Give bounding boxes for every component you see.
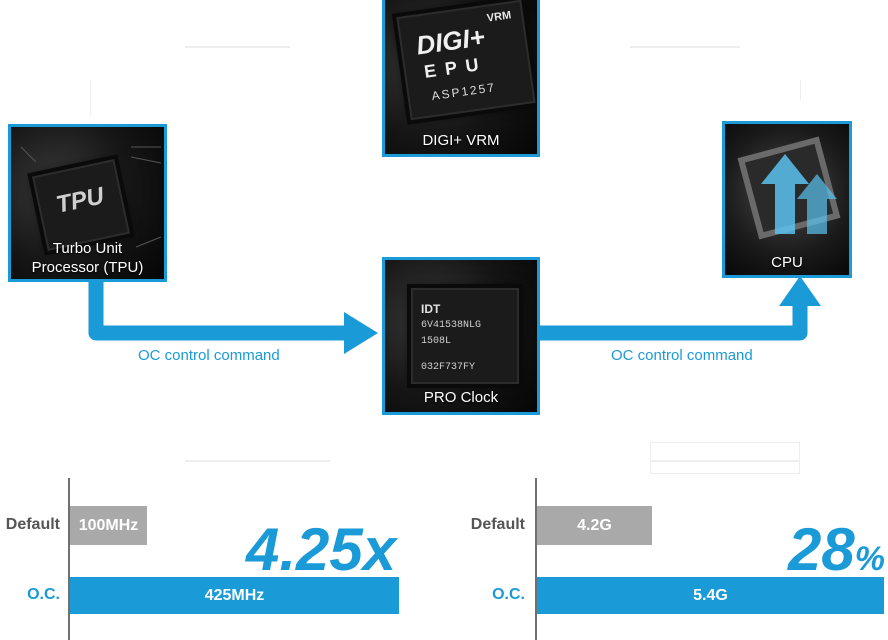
- cpu-arrows-icon: [761, 154, 837, 234]
- faint-line: [800, 80, 801, 100]
- digi-die: VRM DIGI+ E P U ASP1257: [396, 0, 536, 121]
- chart-frequency-default-bar: 100MHz: [70, 506, 147, 545]
- oc-command-label-left: OC control command: [138, 347, 280, 364]
- chart-frequency-oc-label: O.C.: [27, 586, 60, 603]
- chart-frequency-oc-bar: 425MHz: [70, 577, 399, 614]
- chart-frequency-multiplier: 4.25x: [246, 516, 397, 583]
- tpu-chip: TPU Turbo Unit Processor (TPU): [8, 124, 167, 282]
- chart-clock-default-value: 4.2G: [577, 516, 612, 534]
- faint-line: [650, 460, 800, 462]
- cpu-chip: CPU: [722, 121, 852, 278]
- faint-line: [185, 460, 330, 462]
- arrow-proclock-to-cpu: [540, 306, 808, 341]
- chart-clock-default-bar: 4.2G: [537, 506, 652, 545]
- chart-clock-oc-value: 5.4G: [693, 586, 728, 604]
- digi-vrm-chip: VRM DIGI+ E P U ASP1257 DIGI+ VRM: [382, 0, 540, 157]
- arrow-head-up: [779, 276, 821, 306]
- pro-clock-mark2: 6V41538NLG: [421, 320, 482, 331]
- chart-clock-increase: 28%: [788, 520, 885, 589]
- tpu-traces: [20, 146, 162, 248]
- pro-clock-mark3: 1508L: [421, 336, 452, 347]
- chart-frequency-axis: [68, 478, 70, 640]
- pro-clock-die: IDT 6V41538NLG 1508L 032F737FY: [411, 288, 519, 384]
- chart-frequency-default-label: Default: [5, 516, 60, 533]
- pro-clock-mark4: 032F737FY: [421, 362, 476, 373]
- faint-line: [185, 46, 290, 48]
- tpu-caption-line1: Turbo Unit: [52, 240, 123, 257]
- digi-mark-vrm: VRM: [486, 9, 513, 25]
- digi-mark-model: ASP1257: [430, 80, 497, 104]
- arrow-head-right: [344, 312, 378, 354]
- chart-clock-increase-number: 28: [788, 516, 855, 583]
- chart-clock-increase-unit: %: [854, 540, 885, 578]
- pro-clock-chip: IDT 6V41538NLG 1508L 032F737FY PRO Clock: [382, 257, 540, 415]
- chart-clock-axis: [535, 478, 537, 640]
- pro-clock-caption: PRO Clock: [423, 389, 499, 406]
- oc-command-label-right: OC control command: [611, 347, 753, 364]
- faint-line: [90, 80, 91, 115]
- arrow-tpu-to-proclock: [88, 282, 348, 341]
- chart-frequency-oc-value: 425MHz: [204, 586, 265, 604]
- pro-clock-mark1: IDT: [421, 302, 441, 316]
- chart-clock-oc-label: O.C.: [492, 586, 525, 603]
- chart-clock-oc-bar: 5.4G: [537, 577, 884, 614]
- tpu-caption-line2: Processor (TPU): [31, 259, 144, 276]
- faint-box: [650, 442, 800, 474]
- digi-caption: DIGI+ VRM: [422, 132, 500, 149]
- chart-frequency-default-value: 100MHz: [78, 516, 139, 534]
- faint-line: [630, 46, 740, 48]
- cpu-caption: CPU: [771, 254, 803, 271]
- chart-clock-default-label: Default: [470, 516, 525, 533]
